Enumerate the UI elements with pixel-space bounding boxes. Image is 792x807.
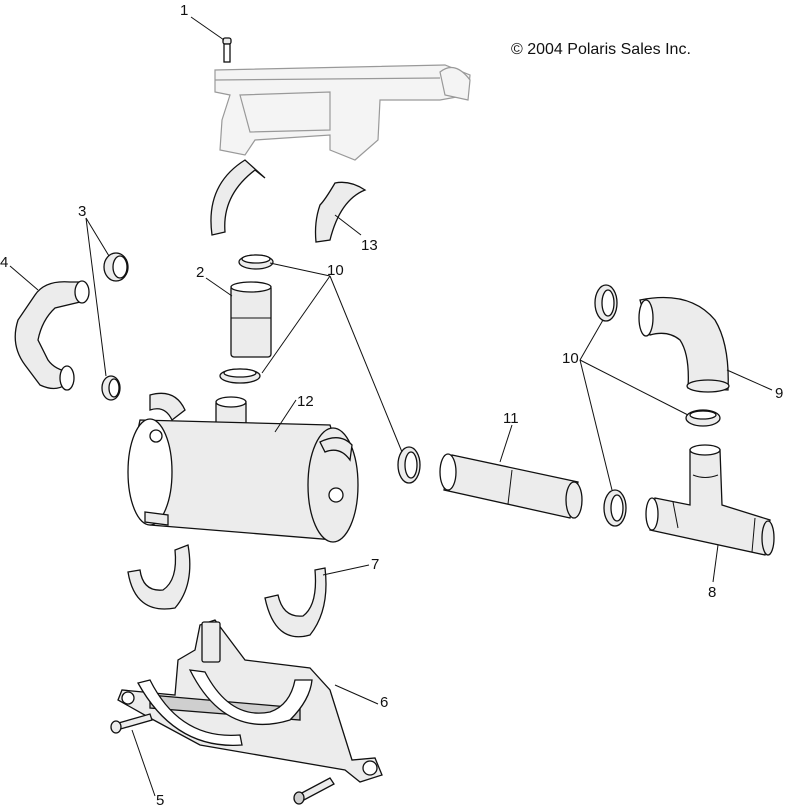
muffler-part-12 bbox=[127, 392, 359, 543]
callout-2: 2 bbox=[196, 264, 204, 281]
callout-4: 4 bbox=[0, 254, 8, 271]
callout-3: 3 bbox=[78, 203, 86, 220]
callout-8: 8 bbox=[708, 584, 716, 601]
strap-part-13-right bbox=[314, 181, 367, 243]
callout-5: 5 bbox=[156, 792, 164, 807]
callout-1: 1 bbox=[180, 2, 188, 19]
bolt-part-5-left bbox=[110, 713, 153, 734]
clamp-part-10-top bbox=[238, 254, 274, 270]
strap-part-13-left bbox=[210, 159, 266, 236]
callout-6: 6 bbox=[380, 694, 388, 711]
callout-10-right: 10 bbox=[562, 350, 579, 367]
ring-part-3-top bbox=[103, 252, 129, 282]
hose-part-4 bbox=[14, 280, 90, 391]
strap-part-7-left bbox=[127, 544, 191, 610]
callout-12: 12 bbox=[297, 393, 314, 410]
cradle-part-6 bbox=[117, 619, 383, 783]
bolt-part-1 bbox=[222, 37, 232, 63]
ring-part-3-bottom bbox=[101, 375, 121, 401]
elbow-part-9 bbox=[638, 296, 730, 393]
bolt-part-5-right bbox=[293, 777, 335, 805]
clamp-part-10-lower-right bbox=[603, 489, 627, 527]
callout-9: 9 bbox=[775, 385, 783, 402]
strap-part-7-right bbox=[264, 567, 327, 638]
clamp-part-10-muffler bbox=[397, 446, 421, 484]
callout-11: 11 bbox=[503, 410, 519, 427]
callout-10-left: 10 bbox=[327, 262, 344, 279]
callout-13: 13 bbox=[361, 237, 378, 254]
frame-bracket bbox=[214, 64, 471, 161]
clamp-part-10-lower bbox=[219, 368, 261, 384]
leader-lines bbox=[9, 16, 773, 797]
copyright-notice: © 2004 Polaris Sales Inc. bbox=[511, 41, 691, 58]
sleeve-part-2 bbox=[230, 281, 272, 358]
tube-part-11 bbox=[439, 453, 583, 519]
clamp-part-10-mid-right bbox=[685, 409, 721, 427]
clamp-part-10-upper-right bbox=[594, 284, 618, 322]
callout-7: 7 bbox=[371, 556, 379, 573]
tee-part-8 bbox=[645, 444, 775, 556]
